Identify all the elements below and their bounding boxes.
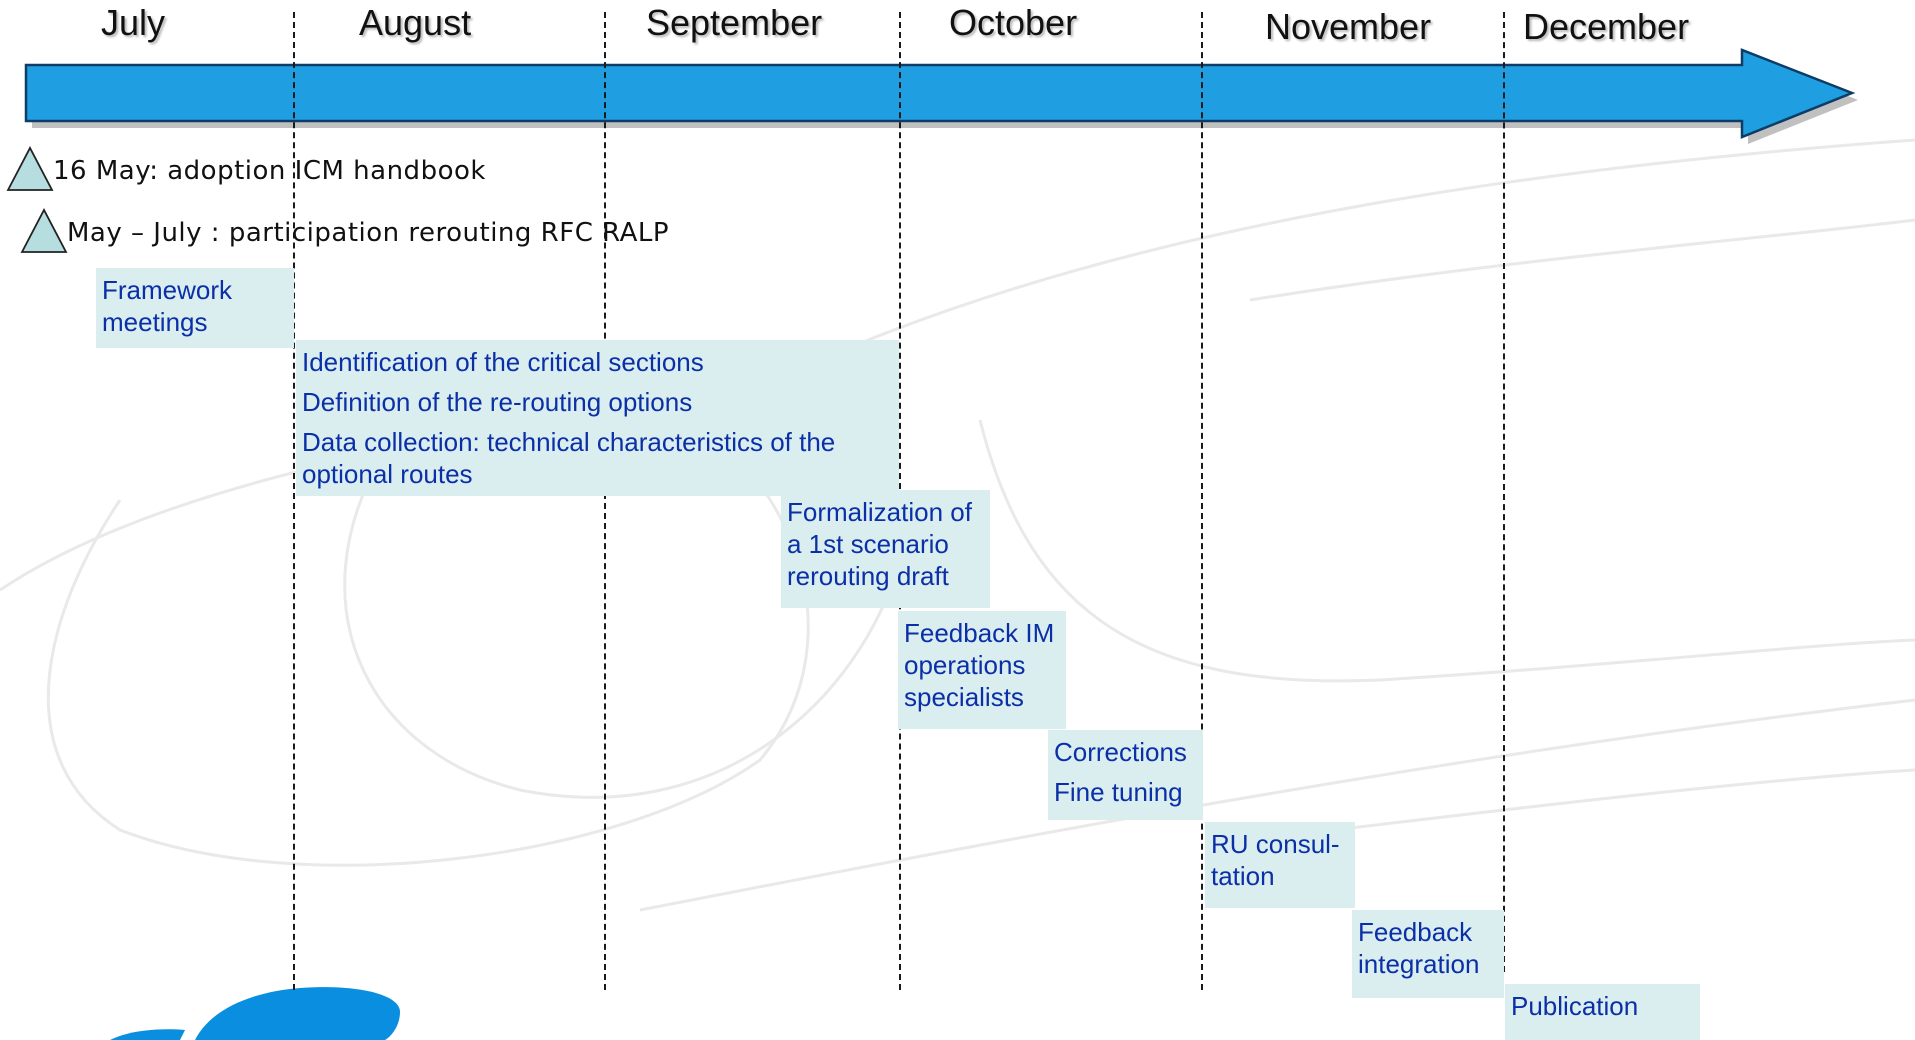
- task-line: RU consul-: [1211, 829, 1340, 859]
- month-october: October: [949, 2, 1078, 43]
- task-line: Framework: [102, 275, 233, 305]
- task-line: Fine tuning: [1054, 777, 1183, 807]
- month-divider: [1201, 12, 1203, 990]
- task-line: Definition of the re-routing options: [302, 387, 693, 417]
- triangle-milestone-icon: [6, 146, 54, 191]
- task-line: operations: [904, 650, 1026, 680]
- task-line: integration: [1358, 949, 1480, 979]
- task-critical-sections: Identification of the critical sections …: [296, 340, 899, 496]
- month-july: July: [101, 2, 166, 43]
- task-line: rerouting draft: [787, 561, 949, 591]
- month-divider: [604, 12, 606, 990]
- milestone-label: May – July : participation rerouting RFC…: [67, 218, 670, 248]
- task-framework-meetings: Framework meetings: [96, 268, 294, 348]
- month-divider: [293, 12, 295, 990]
- task-line: Formalization of: [787, 497, 972, 527]
- task-line: specialists: [904, 682, 1024, 712]
- task-line: Data collection: technical characteristi…: [302, 427, 836, 457]
- month-september: September: [646, 2, 823, 43]
- task-publication: Publication: [1505, 984, 1700, 1040]
- task-line: optional routes: [302, 459, 473, 489]
- month-divider: [1503, 12, 1505, 972]
- task-corrections: Corrections Fine tuning: [1048, 730, 1203, 820]
- task-formalization: Formalization of a 1st scenario reroutin…: [781, 490, 990, 608]
- task-line: meetings: [102, 307, 208, 337]
- logo-shape: [110, 987, 400, 1040]
- task-feedback-integration: Feedback integration: [1352, 910, 1504, 998]
- task-line: tation: [1211, 861, 1275, 891]
- task-line: a 1st scenario: [787, 529, 949, 559]
- task-line: Publication: [1511, 991, 1639, 1021]
- month-november: November: [1265, 6, 1432, 47]
- task-line: Corrections: [1054, 737, 1187, 767]
- month-december: December: [1523, 6, 1690, 47]
- task-line: Feedback: [1358, 917, 1473, 947]
- timeline-arrow: [24, 48, 1856, 139]
- task-line: Identification of the critical sections: [302, 347, 704, 377]
- task-line: Feedback IM: [904, 618, 1055, 648]
- month-august: August: [359, 2, 472, 43]
- milestone-label: 16 May: adoption ICM handbook: [53, 156, 486, 186]
- triangle-milestone-icon: [20, 208, 68, 253]
- task-ru-consultation: RU consul- tation: [1205, 822, 1355, 908]
- task-feedback-im: Feedback IM operations specialists: [898, 611, 1066, 729]
